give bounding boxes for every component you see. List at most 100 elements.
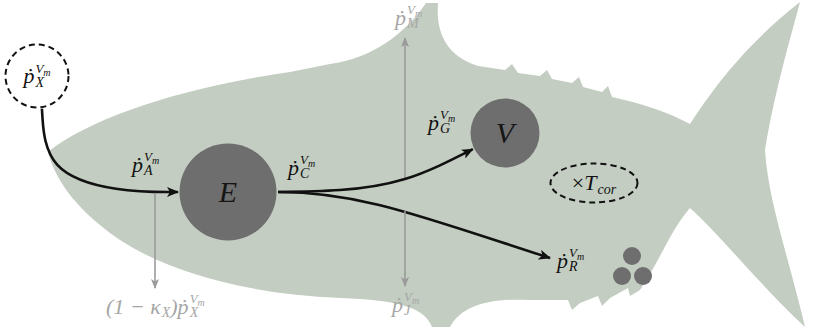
outline (180, 144, 277, 241)
superscript-row: Vm (407, 3, 422, 17)
subscript: J (404, 304, 410, 318)
math-symbol: ṗ (428, 112, 439, 134)
superscript: V (407, 3, 415, 16)
assimilation-flux: ṗVmA (132, 150, 159, 179)
outline (6, 45, 69, 108)
superscript-row: Vm (144, 150, 159, 164)
math-symbol: )ṗ (170, 296, 188, 318)
sub-subscript: m (412, 290, 419, 306)
math-term: ṗVmR (557, 246, 584, 275)
script-stack: X (162, 292, 171, 321)
math-term: ṗVmM (395, 3, 422, 32)
math-term: Tcor (584, 169, 616, 198)
outline (471, 99, 540, 168)
math-term: × (572, 172, 584, 194)
math-term: )ṗVmX (170, 292, 205, 321)
reproduction-branch (278, 192, 550, 258)
fish-body (48, 2, 805, 327)
egg-dot (634, 267, 652, 285)
subscript: G (440, 122, 450, 136)
math-symbol: (1 − κ (106, 296, 161, 318)
subscript-row: C (300, 167, 315, 182)
math-symbol: ṗ (23, 65, 34, 87)
math-term: ṗVmJ (392, 290, 419, 319)
outline (551, 164, 638, 203)
script-stack: VmC (300, 153, 315, 182)
math-term: ṗVmG (428, 108, 455, 137)
sub-subscript: m (43, 62, 50, 78)
sub-subscript: m (152, 150, 159, 166)
math-term: ṗVmA (132, 150, 159, 179)
superscript: V (569, 246, 577, 259)
script-stack: VmX (35, 62, 50, 91)
script-stack: VmJ (404, 290, 419, 319)
superscript: V (300, 153, 308, 166)
math-symbol: ṗ (395, 7, 406, 29)
superscript: V (144, 150, 152, 163)
superscript-row: Vm (35, 62, 50, 76)
subscript-row: J (404, 304, 419, 319)
subscript: X (35, 76, 44, 90)
math-term: ṗVmX (23, 62, 50, 91)
reproduction-flux: ṗVmR (557, 246, 584, 275)
superscript-row: Vm (404, 290, 419, 304)
growth-flux: ṗVmG (428, 108, 455, 137)
math-symbol: E (219, 177, 237, 207)
maturity-flux: ṗVmJ (392, 290, 419, 319)
script-stack: VmG (440, 108, 455, 137)
text-holder: E (178, 142, 278, 242)
subscript-row: A (144, 164, 159, 179)
maintenance-arrow (404, 38, 406, 180)
script-stack: cor (598, 169, 617, 198)
text-holder: V (469, 97, 541, 169)
flux-arrow (278, 149, 473, 192)
superscript: V (190, 292, 198, 305)
superscript: V (404, 290, 412, 303)
superscript-row: Vm (440, 108, 455, 122)
faeces-flux: (1 − κX)ṗVmX (106, 292, 205, 321)
maintenance-flux: ṗVmM (395, 3, 422, 32)
node-text: ×Tcor (572, 169, 616, 198)
math-symbol: ṗ (392, 294, 403, 316)
subscript-row: X (190, 306, 205, 321)
math-term: ṗVmC (288, 153, 315, 182)
temperature-ellipse: ×Tcor (549, 162, 639, 204)
math-symbol: ṗ (288, 157, 299, 179)
script-stack: VmM (407, 3, 422, 32)
script-stack: VmX (190, 292, 205, 321)
egg-dot (613, 267, 631, 285)
sub-subscript: m (577, 246, 584, 262)
superscript-row: Vm (190, 292, 205, 306)
math-symbol: V (496, 118, 514, 148)
superscript-row (162, 292, 171, 306)
superscript: V (35, 62, 43, 75)
subscript: X (190, 306, 199, 320)
maturity-arrow (404, 211, 406, 286)
subscript-row: cor (598, 183, 617, 198)
script-stack: VmA (144, 150, 159, 179)
math-symbol: ṗ (132, 154, 143, 176)
egg-dot (623, 247, 641, 265)
subscript: cor (598, 183, 617, 197)
math-term: (1 − κX (106, 292, 170, 321)
flux-arrow (42, 109, 178, 192)
subscript: X (162, 306, 171, 320)
superscript-row: Vm (569, 246, 584, 260)
math-term: V (496, 118, 514, 148)
subscript-row: X (162, 306, 171, 321)
math-symbol: ṗ (557, 250, 568, 272)
faeces-arrow (154, 194, 156, 288)
subscript: M (407, 17, 419, 31)
math-symbol: × (572, 172, 584, 194)
superscript-row (598, 169, 617, 183)
subscript-row: R (569, 260, 584, 275)
subscript: R (569, 260, 578, 274)
node-text: V (496, 118, 514, 148)
sub-subscript: m (198, 292, 205, 308)
script-stack: VmR (569, 246, 584, 275)
subscript-row: M (407, 17, 422, 32)
math-symbol: T (584, 172, 596, 194)
